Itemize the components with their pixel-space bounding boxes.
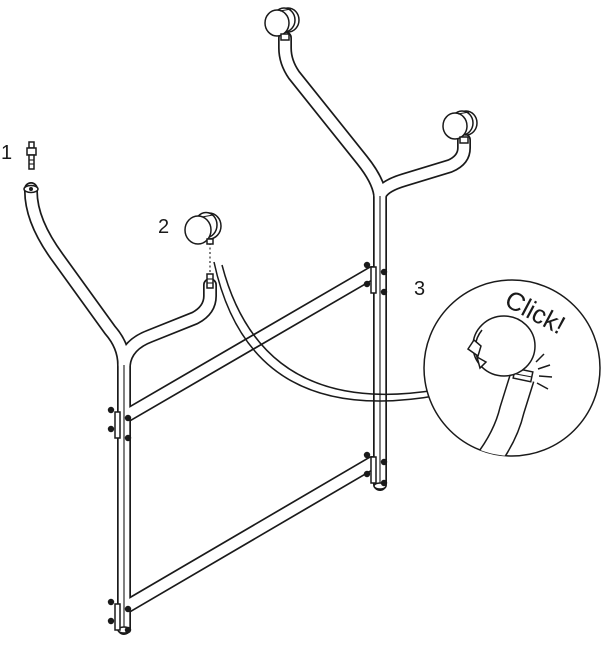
bolt bbox=[107, 406, 115, 414]
bolt bbox=[363, 261, 371, 269]
knob-zoomed bbox=[472, 315, 536, 377]
bolt bbox=[363, 470, 371, 478]
right-hook-knob bbox=[442, 110, 478, 144]
bolt bbox=[107, 617, 115, 625]
peg-part-1 bbox=[26, 141, 37, 170]
bolt bbox=[124, 434, 132, 442]
top-hook-knob bbox=[264, 7, 300, 41]
click-sparks bbox=[535, 353, 553, 390]
bolt bbox=[124, 414, 132, 422]
bolt bbox=[363, 451, 371, 459]
bolt bbox=[124, 626, 132, 634]
bolt bbox=[380, 479, 388, 487]
bolt bbox=[380, 288, 388, 296]
hook-knob-part-2 bbox=[184, 211, 222, 245]
bolt bbox=[107, 598, 115, 606]
bolt bbox=[124, 605, 132, 613]
detail-magnifier: Click! bbox=[423, 279, 601, 457]
tubular-frame bbox=[23, 31, 471, 635]
bolt bbox=[380, 268, 388, 276]
bolt bbox=[380, 458, 388, 466]
bolts bbox=[107, 261, 388, 634]
callout-leader bbox=[213, 261, 441, 402]
inner-peg bbox=[206, 243, 214, 289]
step-label-2: 2 bbox=[158, 216, 170, 238]
step-label-1: 1 bbox=[1, 142, 13, 164]
bolt bbox=[363, 280, 371, 288]
bolt bbox=[107, 425, 115, 433]
step-label-3: 3 bbox=[414, 278, 426, 300]
